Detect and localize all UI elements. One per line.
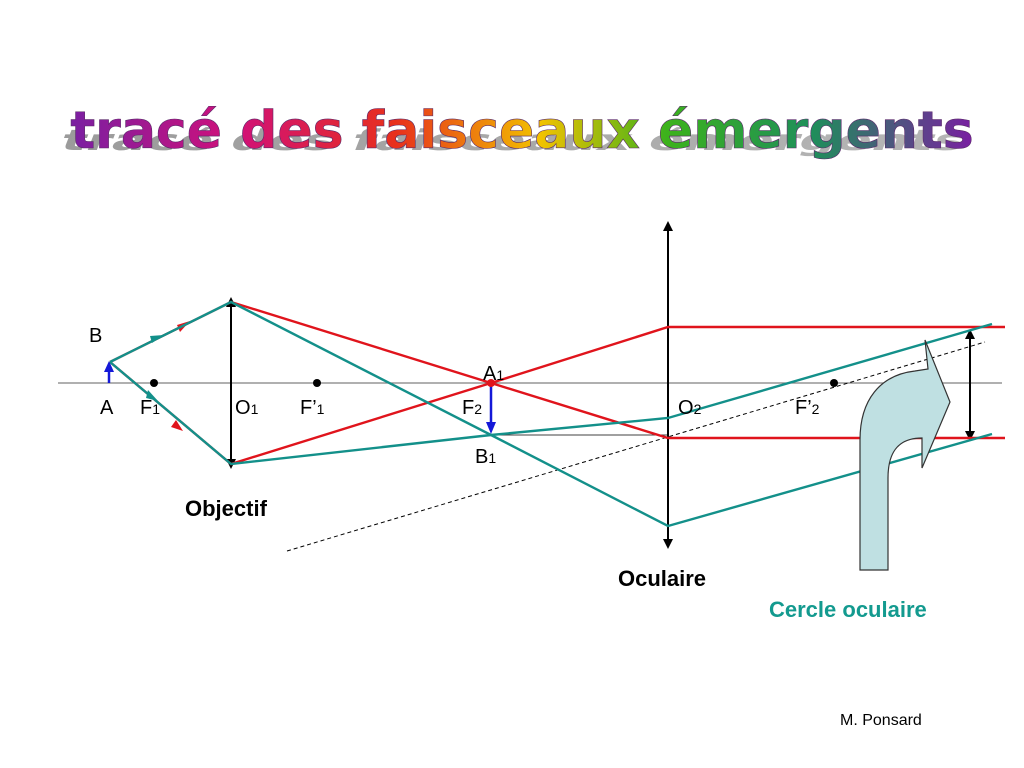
teal-ray-lower [109, 322, 993, 466]
title-shadow: tracé des faisceaux émergents [56, 124, 972, 158]
label-Fp1: F’1 [300, 397, 325, 419]
label-objectif: Objectif [185, 496, 268, 521]
label-cercle-oculaire: Cercle oculaire [769, 597, 927, 622]
label-F1: F1 [140, 397, 160, 419]
author-credit: M. Ponsard [840, 712, 922, 729]
teal-rays [109, 300, 993, 528]
label-O1: O1 [235, 397, 259, 419]
label-B1: B1 [475, 446, 496, 468]
label-F2: F2 [462, 397, 482, 419]
focal-point-Fp2 [830, 379, 838, 387]
red-ray-upper [109, 300, 1005, 385]
focal-point-F2 [487, 379, 495, 387]
dashed-construction-line [286, 341, 986, 552]
teal-arrowhead-upper [150, 335, 164, 343]
teal-arrowhead-lower [146, 390, 158, 401]
red-arrowhead-lower [171, 420, 183, 431]
focal-point-F1 [150, 379, 158, 387]
cercle-oculaire-marker [965, 329, 975, 441]
oculaire-lens [663, 221, 673, 549]
focal-point-Fp1 [313, 379, 321, 387]
label-oculaire: Oculaire [618, 566, 706, 591]
label-Fp2: F’2 [795, 397, 820, 419]
image-arrow-A1B1 [486, 383, 496, 434]
curved-arrow-icon [859, 339, 951, 571]
title-group: tracé des faisceaux émergents tracé des … [56, 101, 974, 162]
label-A1: A1 [483, 363, 504, 385]
label-B: B [89, 325, 102, 347]
page-title: tracé des faisceaux émergents [70, 101, 973, 161]
object-arrow-AB [104, 361, 114, 383]
label-A: A [100, 397, 114, 419]
label-O2: O2 [678, 397, 702, 419]
